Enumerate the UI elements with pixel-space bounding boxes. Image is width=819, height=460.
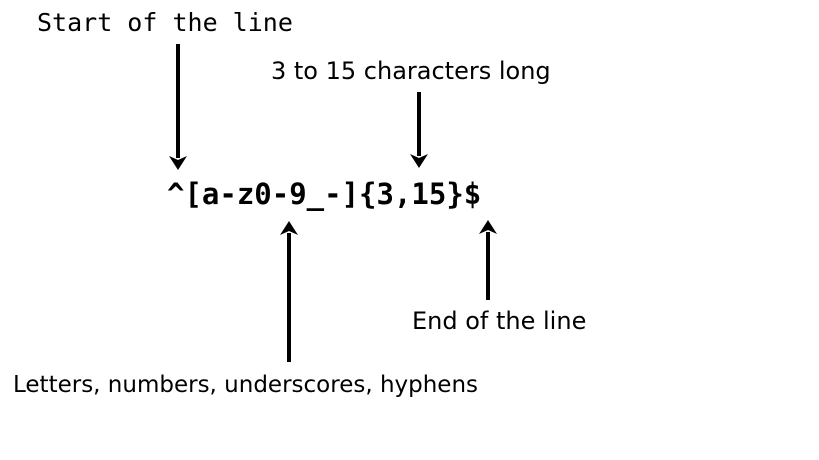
label-end-of-line: End of the line [412, 307, 587, 335]
down-arrow-length-icon [410, 92, 428, 168]
label-character-set: Letters, numbers, underscores, hyphens [13, 372, 479, 398]
down-arrow-start-of-line-icon [169, 44, 187, 170]
label-length-constraint: 3 to 15 characters long [271, 57, 551, 85]
regex-pattern: ^[a-z0-9_-]{3,15}$ [167, 177, 482, 211]
label-start-of-line: Start of the line [37, 8, 293, 37]
up-arrow-end-of-line-icon [479, 220, 497, 300]
up-arrow-character-set-icon [280, 221, 298, 362]
